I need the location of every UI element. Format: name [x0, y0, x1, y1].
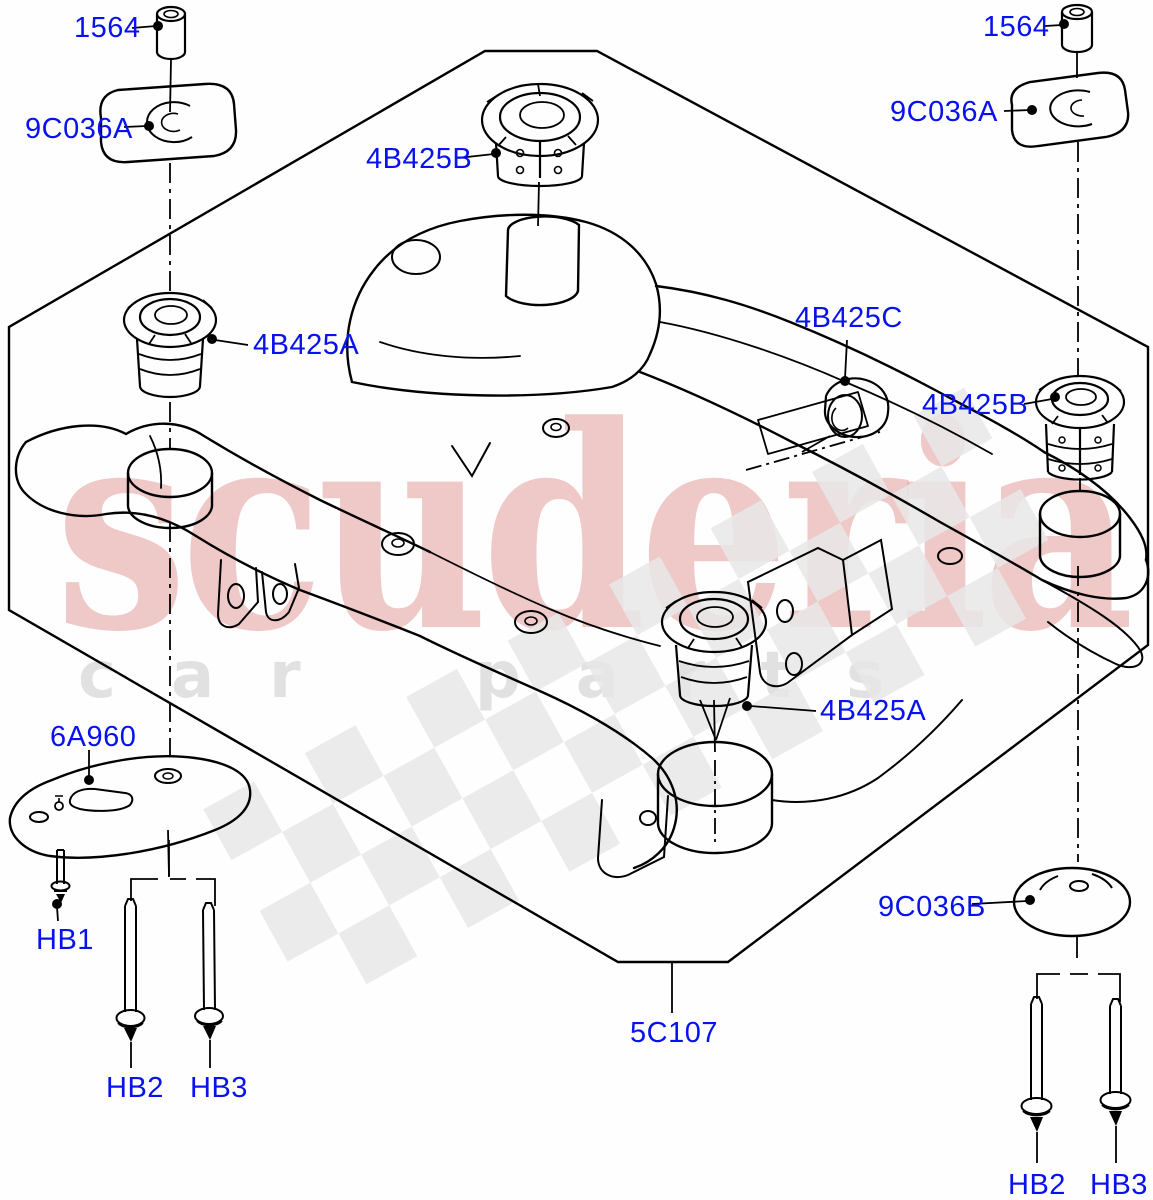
label-plate-top-right: 9C036A: [890, 96, 998, 128]
bracket-6a960-drawing: [8, 755, 252, 859]
spacer-1564-top-right-drawing: [1060, 3, 1094, 54]
bushing-4b425b-top-drawing: [480, 82, 600, 188]
label-spacer-top-left: 1564: [74, 12, 141, 44]
label-spacer-top-right: 1564: [983, 11, 1050, 43]
label-rear-plate: 9C036B: [878, 891, 986, 923]
bolts-hb2-hb3-rear-drawing: [1020, 973, 1132, 1132]
label-bushing-rear-center: 4B425A: [820, 695, 927, 727]
label-plate-top-left: 9C036A: [25, 113, 133, 145]
label-crossmember: 5C107: [630, 1017, 718, 1049]
label-bolt-hb2-front: HB2: [106, 1072, 164, 1104]
plate-9c036a-top-right-drawing: [1010, 71, 1130, 148]
leader-lines: [52, 19, 1117, 1163]
bolt-hb1-drawing: [50, 849, 71, 903]
label-bushing-top-center: 4B425B: [366, 143, 473, 175]
label-bolt-small: HB1: [36, 924, 94, 956]
label-bolt-hb2-rear: HB2: [1008, 1169, 1066, 1200]
bushing-4b425b-right-drawing: [1034, 374, 1126, 481]
spacer-1564-top-left-drawing: [155, 5, 187, 61]
diagram-border: [7, 49, 1150, 964]
bushing-4b425a-left-drawing: [122, 291, 218, 399]
subframe-crossmember-drawing: [14, 213, 1150, 878]
center-axis-lines: [167, 52, 1081, 958]
checkered-flag-watermark: [203, 387, 1049, 985]
bushing-4b425c-drawing: [801, 377, 890, 453]
label-bushing-front-left: 4B425A: [253, 329, 360, 361]
label-bushing-small: 4B425C: [795, 302, 903, 334]
bolts-hb2-hb3-front-drawing: [115, 878, 224, 1042]
label-bolt-hb3-rear: HB3: [1090, 1169, 1148, 1200]
label-bolt-hb3-front: HB3: [190, 1072, 248, 1104]
label-bracket-plate: 6A960: [50, 721, 137, 753]
label-bushing-right: 4B425B: [922, 389, 1029, 421]
bushing-4b425a-center-drawing: [660, 590, 768, 741]
